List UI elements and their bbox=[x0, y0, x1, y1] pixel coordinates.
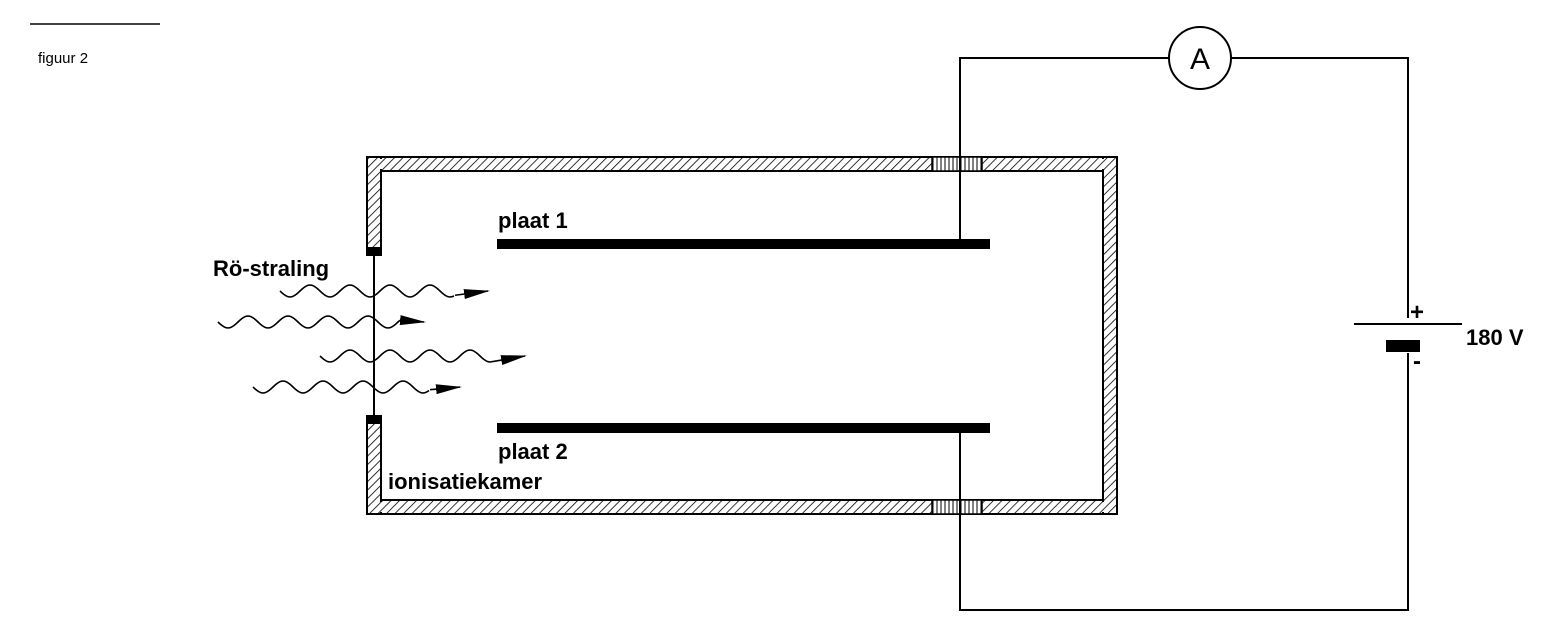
chamber-label: ionisatiekamer bbox=[388, 469, 543, 494]
insulator-top bbox=[931, 156, 983, 172]
radiation-arrowhead-3 bbox=[491, 355, 527, 366]
window-clamp-bottom bbox=[366, 415, 382, 424]
figure-caption: figuur 2 bbox=[38, 50, 88, 67]
voltage-label: 180 V bbox=[1466, 325, 1524, 350]
plate-2 bbox=[497, 423, 990, 433]
chamber-wall bbox=[366, 156, 1118, 515]
radiation-wave-1 bbox=[279, 284, 455, 298]
plus-sign: + bbox=[1410, 299, 1424, 326]
insulator-bottom bbox=[931, 499, 983, 515]
circuit-wires bbox=[959, 57, 1409, 611]
plate-1 bbox=[497, 239, 990, 249]
ammeter: A bbox=[1168, 26, 1232, 90]
radiation-wave-3 bbox=[319, 349, 493, 363]
minus-sign: - bbox=[1413, 348, 1421, 375]
plate-2-label: plaat 2 bbox=[498, 439, 568, 464]
radiation-arrowhead-2 bbox=[399, 315, 426, 326]
plate-1-label: plaat 1 bbox=[498, 208, 568, 233]
radiation-arrowhead-1 bbox=[454, 289, 490, 300]
radiation-waves bbox=[217, 284, 527, 395]
voltage-source: + - 180 V bbox=[1354, 299, 1524, 375]
radiation-label: Rö-straling bbox=[213, 256, 329, 281]
window-clamp-top bbox=[366, 247, 382, 256]
radiation-wave-4 bbox=[252, 380, 430, 394]
radiation-wave-2 bbox=[217, 315, 401, 329]
radiation-arrowhead-4 bbox=[429, 384, 462, 395]
ammeter-symbol: A bbox=[1190, 43, 1210, 76]
